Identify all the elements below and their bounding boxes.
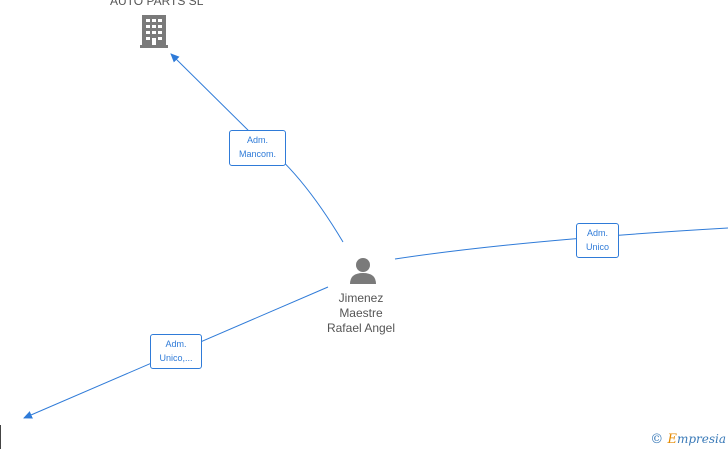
person-name-line-2: Maestre [339,306,383,320]
person-name-label[interactable]: Jimenez Maestre Rafael Angel [311,291,411,336]
edge-label-line: Adm. [165,339,187,349]
person-icon[interactable] [348,256,378,286]
left-edge-marker [0,425,1,449]
edge-label-line: Adm. [246,135,268,145]
brand-initial: E [667,432,677,447]
edge-label-line: Mancom. [238,149,276,159]
edge-label-adm-unico-more[interactable]: Adm. Unico,... [150,334,202,369]
edge-person-right[interactable] [394,227,728,260]
edge-label-line: Adm. [586,228,608,238]
person-name-line-3: Rafael Angel [326,321,396,335]
person-name-line-1: Jimenez [338,291,384,305]
edge-label-line: Unico [585,242,609,252]
copyright-symbol: © [650,432,664,447]
building-icon[interactable] [140,15,172,49]
empresia-watermark[interactable]: © Empresia [650,432,726,447]
company-name-label[interactable]: AUTO PARTS SL [110,0,204,8]
edge-label-line: Unico,... [159,353,193,363]
edge-label-adm-mancom[interactable]: Adm. Mancom. [229,130,286,166]
edge-label-adm-unico[interactable]: Adm. Unico [576,223,619,258]
brand-name: mpresia [676,432,726,446]
